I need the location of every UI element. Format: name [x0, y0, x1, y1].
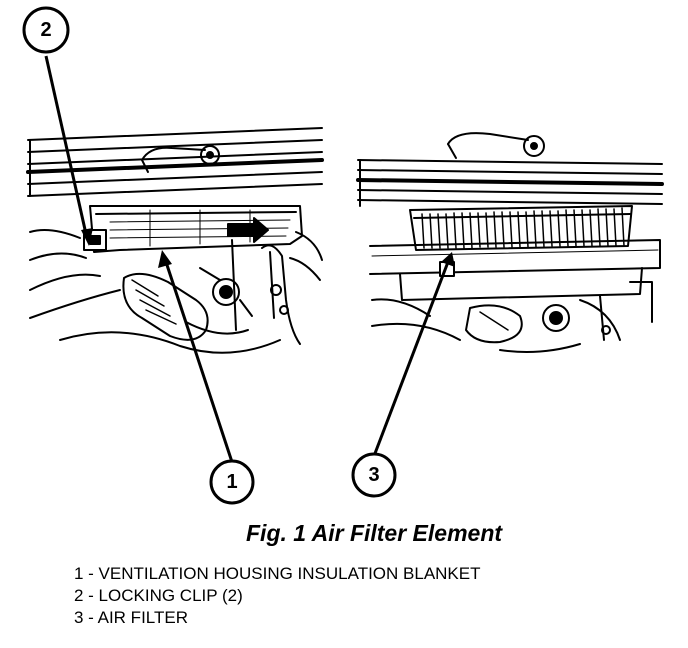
leader-line-2	[44, 55, 88, 235]
arrowhead-3	[441, 252, 455, 267]
leader-line-3	[372, 261, 450, 457]
leader-line-1	[164, 261, 234, 463]
callout-1-label: 1	[226, 471, 237, 493]
callout-3: 3	[351, 452, 397, 498]
legend-item-3: 3 - AIR FILTER	[74, 608, 188, 627]
callout-2: 2	[22, 6, 70, 54]
left-panel-illustration	[26, 127, 324, 354]
air-filter-pleats	[421, 207, 625, 249]
leader-lines	[44, 55, 450, 463]
callout-2-label: 2	[40, 19, 51, 41]
callout-3-label: 3	[368, 464, 379, 486]
air-filter-diagram: 2 1 3	[22, 6, 664, 505]
figure-legend: 1 - VENTILATION HOUSING INSULATION BLANK…	[74, 563, 481, 629]
callout-1: 1	[209, 459, 255, 505]
figure-caption: Fig. 1 Air Filter Element	[246, 520, 503, 546]
legend-item-1: 1 - VENTILATION HOUSING INSULATION BLANK…	[74, 564, 481, 583]
arrowhead-2	[81, 228, 93, 246]
leader-arrowheads	[81, 228, 455, 268]
right-panel-illustration	[356, 132, 664, 353]
arrowhead-1	[158, 250, 172, 268]
legend-item-2: 2 - LOCKING CLIP (2)	[74, 586, 243, 605]
